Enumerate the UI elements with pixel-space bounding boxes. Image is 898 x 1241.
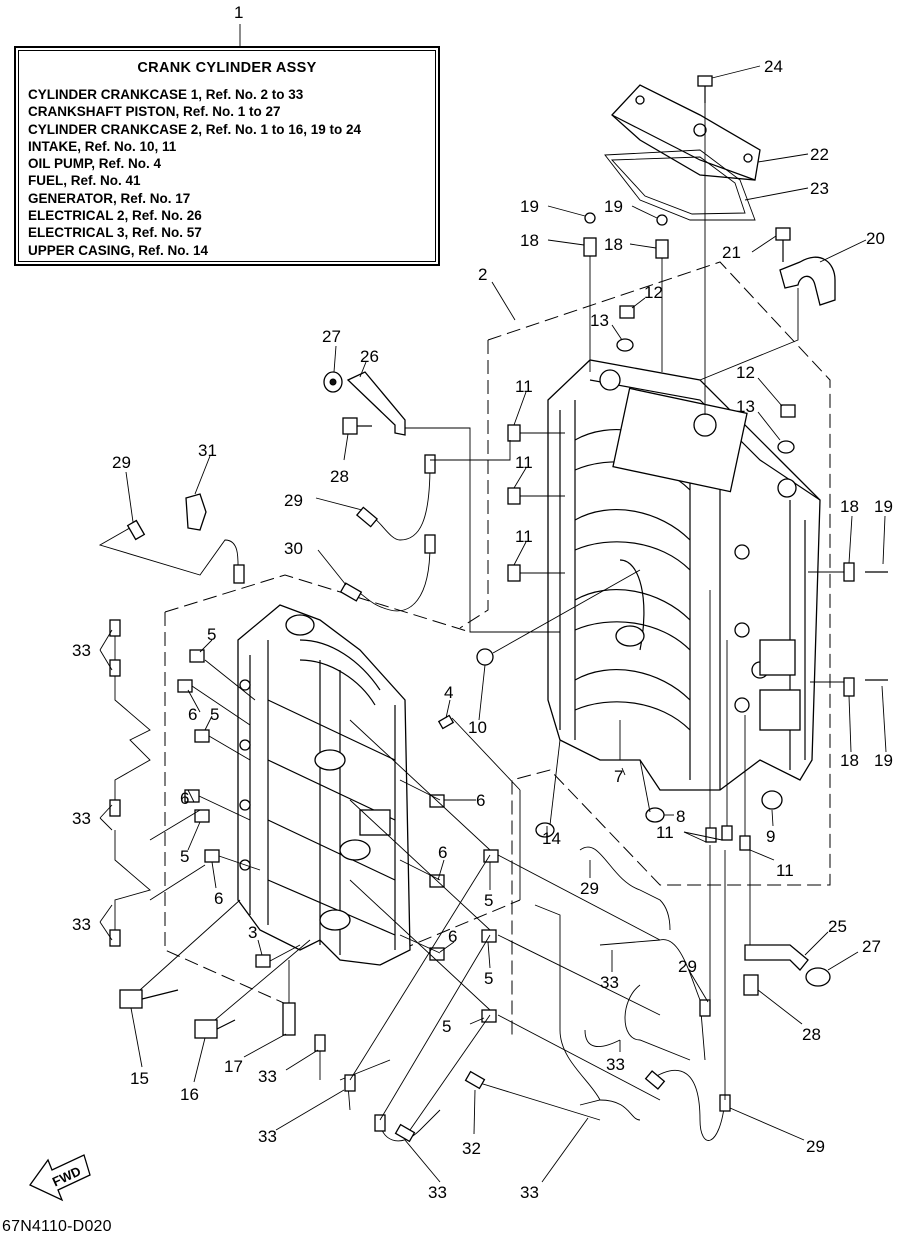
callout-10: 10 [468, 718, 487, 737]
callout-33: 33 [606, 1055, 625, 1074]
callout-14: 14 [542, 829, 561, 848]
callout-9: 9 [766, 827, 775, 846]
forward-direction-arrow: FWD [29, 1154, 91, 1202]
callout-8: 8 [676, 807, 685, 826]
callout-32: 32 [462, 1139, 481, 1158]
callout-24: 24 [764, 57, 783, 76]
callout-29: 29 [806, 1137, 825, 1156]
callout-2: 2 [478, 265, 487, 284]
callout-6: 6 [438, 843, 447, 862]
legend-line: FUEL, Ref. No. 41 [28, 173, 141, 189]
callout-29: 29 [112, 453, 131, 472]
legend-line: CRANKSHAFT PISTON, Ref. No. 1 to 27 [28, 104, 281, 120]
callout-20: 20 [866, 229, 885, 248]
leader-lines [99, 24, 887, 1183]
legend-line: OIL PUMP, Ref. No. 4 [28, 156, 162, 172]
callout-11: 11 [515, 377, 533, 396]
callout-23: 23 [810, 179, 829, 198]
callout-27: 27 [862, 937, 881, 956]
callout-18: 18 [604, 235, 623, 254]
callout-19: 19 [874, 497, 893, 516]
callout-29: 29 [678, 957, 697, 976]
callout-1: 1 [234, 3, 243, 22]
callout-27: 27 [322, 327, 341, 346]
callout-18: 18 [840, 751, 859, 770]
assembly-legend-box: CRANK CYLINDER ASSY CYLINDER CRANKCASE 1… [14, 46, 440, 266]
legend-line: CYLINDER CRANKCASE 1, Ref. No. 2 to 33 [28, 87, 304, 102]
callout-19: 19 [604, 197, 623, 216]
legend-line: GENERATOR, Ref. No. 17 [28, 190, 191, 206]
callout-11: 11 [515, 527, 533, 546]
callout-33: 33 [600, 973, 619, 992]
callout-30: 30 [284, 539, 303, 558]
callout-12: 12 [736, 363, 755, 382]
callout-6: 6 [448, 927, 457, 946]
callout-33: 33 [520, 1183, 539, 1202]
callout-6: 6 [188, 705, 197, 724]
callout-6: 6 [214, 889, 223, 908]
cylinder-head-cover [604, 75, 761, 221]
callout-12: 12 [644, 283, 663, 302]
callout-29: 29 [284, 491, 303, 510]
document-code: 67N4110-D020 [2, 1218, 112, 1235]
assembly-boundaries [164, 261, 831, 1040]
small-parts [119, 212, 888, 1039]
callout-25: 25 [828, 917, 847, 936]
callout-5: 5 [484, 891, 493, 910]
callout-33: 33 [258, 1067, 277, 1086]
legend-line: ELECTRICAL 3, Ref. No. 57 [28, 225, 202, 241]
callout-7: 7 [614, 767, 623, 786]
callout-29: 29 [580, 879, 599, 898]
callout-11: 11 [515, 453, 533, 472]
callout-13: 13 [590, 311, 609, 330]
callout-15: 15 [130, 1069, 149, 1088]
callout-19: 19 [520, 197, 539, 216]
legend-reference-list: CYLINDER CRANKCASE 1, Ref. No. 2 to 33 C… [28, 86, 361, 259]
cylinder-crankcase-2 [547, 359, 821, 791]
callout-26: 26 [360, 347, 379, 366]
callout-5: 5 [180, 847, 189, 866]
callout-4: 4 [444, 683, 453, 702]
callout-28: 28 [330, 467, 349, 486]
callout-6: 6 [180, 789, 189, 808]
callout-33: 33 [72, 915, 91, 934]
callout-5: 5 [207, 625, 216, 644]
callout-numbers: 1 24 22 23 19 19 18 18 21 20 2 12 13 12 … [72, 3, 893, 1202]
callout-5: 5 [442, 1017, 451, 1036]
legend-line: CYLINDER CRANKCASE 2, Ref. No. 1 to 16, … [28, 121, 362, 137]
callout-21: 21 [722, 243, 741, 262]
callout-5: 5 [210, 705, 219, 724]
callout-33: 33 [258, 1127, 277, 1146]
legend-title: CRANK CYLINDER ASSY [137, 60, 317, 76]
callout-33: 33 [72, 809, 91, 828]
legend-line: INTAKE, Ref. No. 10, 11 [28, 138, 177, 154]
legend-line: ELECTRICAL 2, Ref. No. 26 [28, 208, 202, 224]
callout-31: 31 [198, 441, 217, 460]
callout-13: 13 [736, 397, 755, 416]
hoses [98, 454, 731, 1143]
callout-18: 18 [840, 497, 859, 516]
cylinder-crankcase-1 [237, 604, 411, 966]
callout-18: 18 [520, 231, 539, 250]
callout-33: 33 [428, 1183, 447, 1202]
reference-lines [139, 103, 844, 1131]
callout-11: 11 [656, 823, 674, 842]
callout-5: 5 [484, 969, 493, 988]
callout-19: 19 [874, 751, 893, 770]
legend-line: UPPER CASING, Ref. No. 14 [28, 242, 209, 258]
callout-6: 6 [476, 791, 485, 810]
callout-11: 11 [776, 861, 794, 880]
callout-16: 16 [180, 1085, 199, 1104]
callout-17: 17 [224, 1057, 243, 1076]
callout-28: 28 [802, 1025, 821, 1044]
callout-33: 33 [72, 641, 91, 660]
callout-3: 3 [248, 923, 257, 942]
callout-22: 22 [810, 145, 829, 164]
